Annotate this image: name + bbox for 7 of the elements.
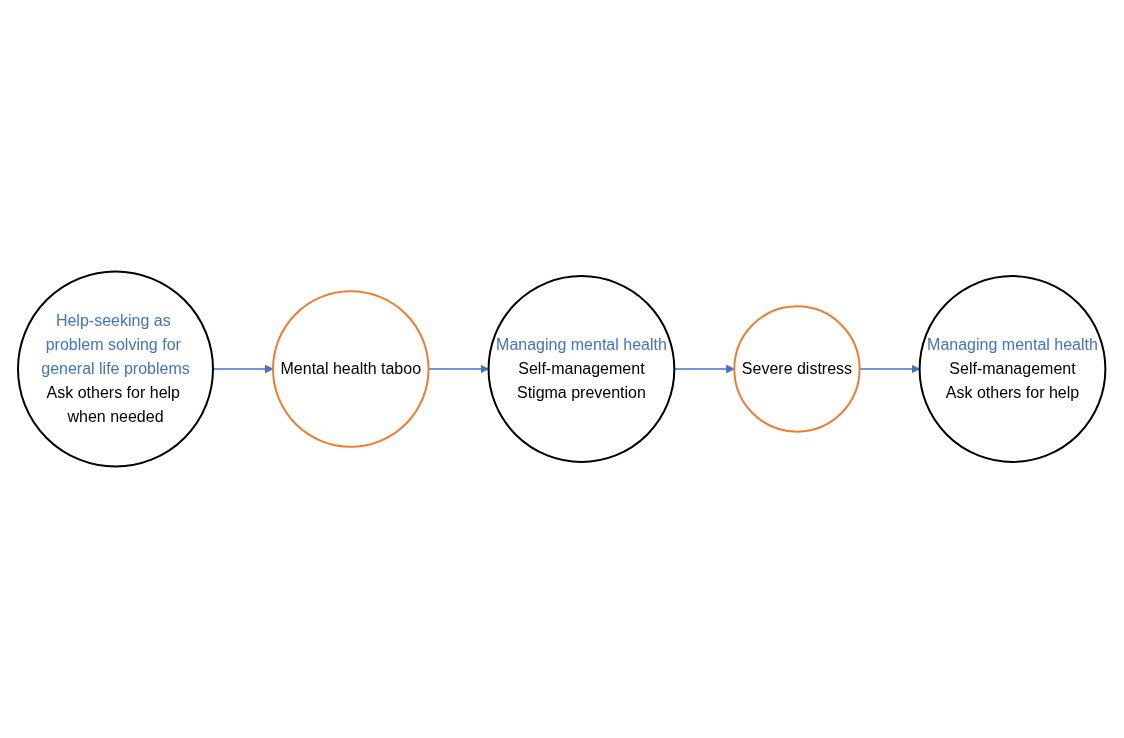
node-circle: Severe distress (733, 305, 861, 433)
node-circle: Managing mental health Self-management Stigma prevention (487, 275, 676, 463)
node-circle: Mental health taboo (272, 290, 430, 448)
arrow (428, 364, 490, 374)
node-circle: Help-seeking as problem solving for general life problems Ask others for help when needed (17, 270, 215, 468)
arrow (859, 364, 921, 374)
node-circle: Managing mental health Self-management Ask others for help (918, 275, 1107, 463)
